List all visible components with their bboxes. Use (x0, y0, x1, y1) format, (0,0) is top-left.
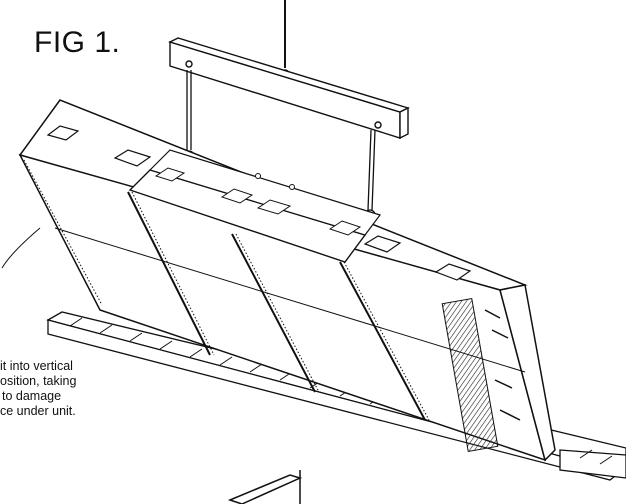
note-line-3: to damage (2, 389, 62, 403)
second-crane-hook (227, 470, 303, 504)
figure-title: FIG 1. (34, 26, 121, 59)
callout-leader (1, 227, 41, 269)
spreader-bar (168, 37, 410, 140)
instruction-note: it into vertical osition, taking to dama… (0, 359, 140, 419)
note-line-2: osition, taking (0, 374, 77, 388)
crane-cable (280, 0, 290, 79)
note-line-4: ce under unit. (0, 404, 76, 418)
note-line-1: it into vertical (0, 359, 73, 373)
cabinet-unit (18, 99, 556, 462)
